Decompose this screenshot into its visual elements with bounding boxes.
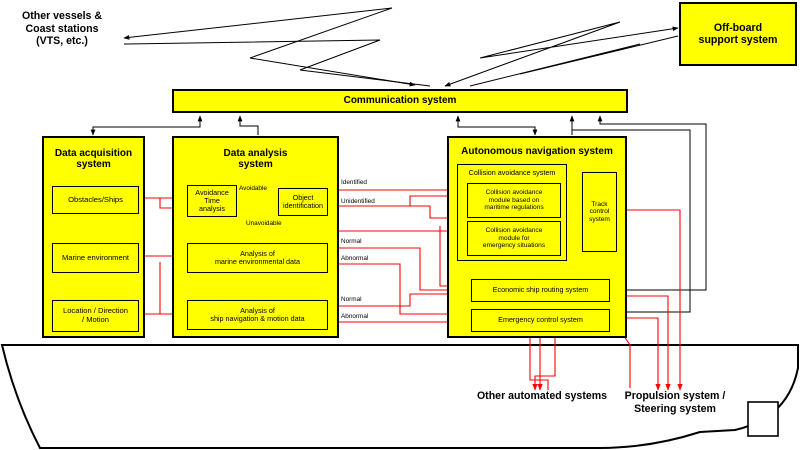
avoidance-time-analysis-label: Avoidance Time analysis bbox=[195, 187, 229, 214]
avoidance-time-analysis-box: Avoidance Time analysis bbox=[187, 185, 237, 217]
unavoidable-tag: Unavoidable bbox=[246, 220, 282, 227]
data-acquisition-title: Data acquisition system bbox=[54, 147, 133, 171]
communication-system-label: Communication system bbox=[343, 95, 457, 107]
data-analysis-system-box: Data analysis system Avoidance Time anal… bbox=[172, 136, 339, 338]
emergency-control-label: Emergency control system bbox=[498, 315, 583, 325]
autonomous-navigation-system-box: Autonomous navigation system Collision a… bbox=[447, 136, 627, 338]
autonomous-navigation-title: Autonomous navigation system bbox=[461, 146, 613, 158]
track-control-system-label: Track control system bbox=[589, 200, 610, 223]
propulsion-steering-label: Propulsion system / Steering system bbox=[624, 390, 726, 415]
ship-navigation-analysis-label: Analysis of ship navigation & motion dat… bbox=[210, 305, 305, 323]
offboard-support-box: Off-board support system bbox=[679, 2, 797, 66]
unidentified-tag: Unidentified bbox=[341, 198, 375, 205]
object-identification-label: Object identification bbox=[283, 192, 323, 210]
identified-tag: Identified bbox=[341, 179, 367, 186]
communication-system-box: Communication system bbox=[172, 89, 628, 113]
economic-routing-label: Economic ship routing system bbox=[492, 285, 589, 295]
offboard-support-label: Off-board support system bbox=[698, 21, 778, 46]
marine-environmental-analysis-label: Analysis of marine environmental data bbox=[214, 248, 301, 266]
data-acquisition-system-box: Data acquisition system Obstacles/Ships … bbox=[42, 136, 145, 338]
wireless-links bbox=[123, 7, 679, 87]
emergency-control-box: Emergency control system bbox=[471, 309, 610, 332]
marine-environment-label: Marine environment bbox=[61, 252, 130, 262]
emergency-module-label: Collision avoidance module for emergency… bbox=[482, 227, 546, 250]
track-control-system-box: Track control system bbox=[582, 172, 617, 252]
marine-environment-box: Marine environment bbox=[52, 243, 139, 273]
location-direction-motion-label: Location / Direction / Motion bbox=[62, 306, 128, 324]
navigation-abnormal-tag: Abnormal bbox=[341, 313, 369, 320]
marine-abnormal-tag: Abnormal bbox=[341, 255, 369, 262]
collision-avoidance-system-box: Collision avoidance system Collision avo… bbox=[457, 164, 567, 261]
obstacles-ships-label: Obstacles/Ships bbox=[68, 194, 123, 204]
ship-navigation-analysis-box: Analysis of ship navigation & motion dat… bbox=[187, 300, 328, 330]
collision-avoidance-system-label: Collision avoidance system bbox=[468, 167, 556, 177]
emergency-module-box: Collision avoidance module for emergency… bbox=[467, 221, 561, 256]
marine-environmental-analysis-box: Analysis of marine environmental data bbox=[187, 243, 328, 273]
hull-porthole bbox=[747, 401, 779, 437]
obstacles-ships-box: Obstacles/Ships bbox=[52, 186, 139, 214]
marine-normal-tag: Normal bbox=[341, 238, 362, 245]
other-automated-systems-label: Other automated systems bbox=[476, 390, 608, 402]
avoidable-tag: Avoidable bbox=[239, 185, 267, 192]
economic-routing-box: Economic ship routing system bbox=[471, 279, 610, 302]
location-direction-motion-box: Location / Direction / Motion bbox=[52, 300, 139, 332]
data-analysis-title: Data analysis system bbox=[223, 147, 288, 171]
ship-hull bbox=[0, 344, 799, 449]
regulations-module-label: Collision avoidance module based on mari… bbox=[484, 189, 544, 212]
regulations-module-box: Collision avoidance module based on mari… bbox=[467, 183, 561, 218]
object-identification-box: Object identification bbox=[278, 188, 328, 216]
navigation-normal-tag: Normal bbox=[341, 296, 362, 303]
other-vessels-label: Other vessels & Coast stations (VTS, etc… bbox=[21, 10, 103, 48]
